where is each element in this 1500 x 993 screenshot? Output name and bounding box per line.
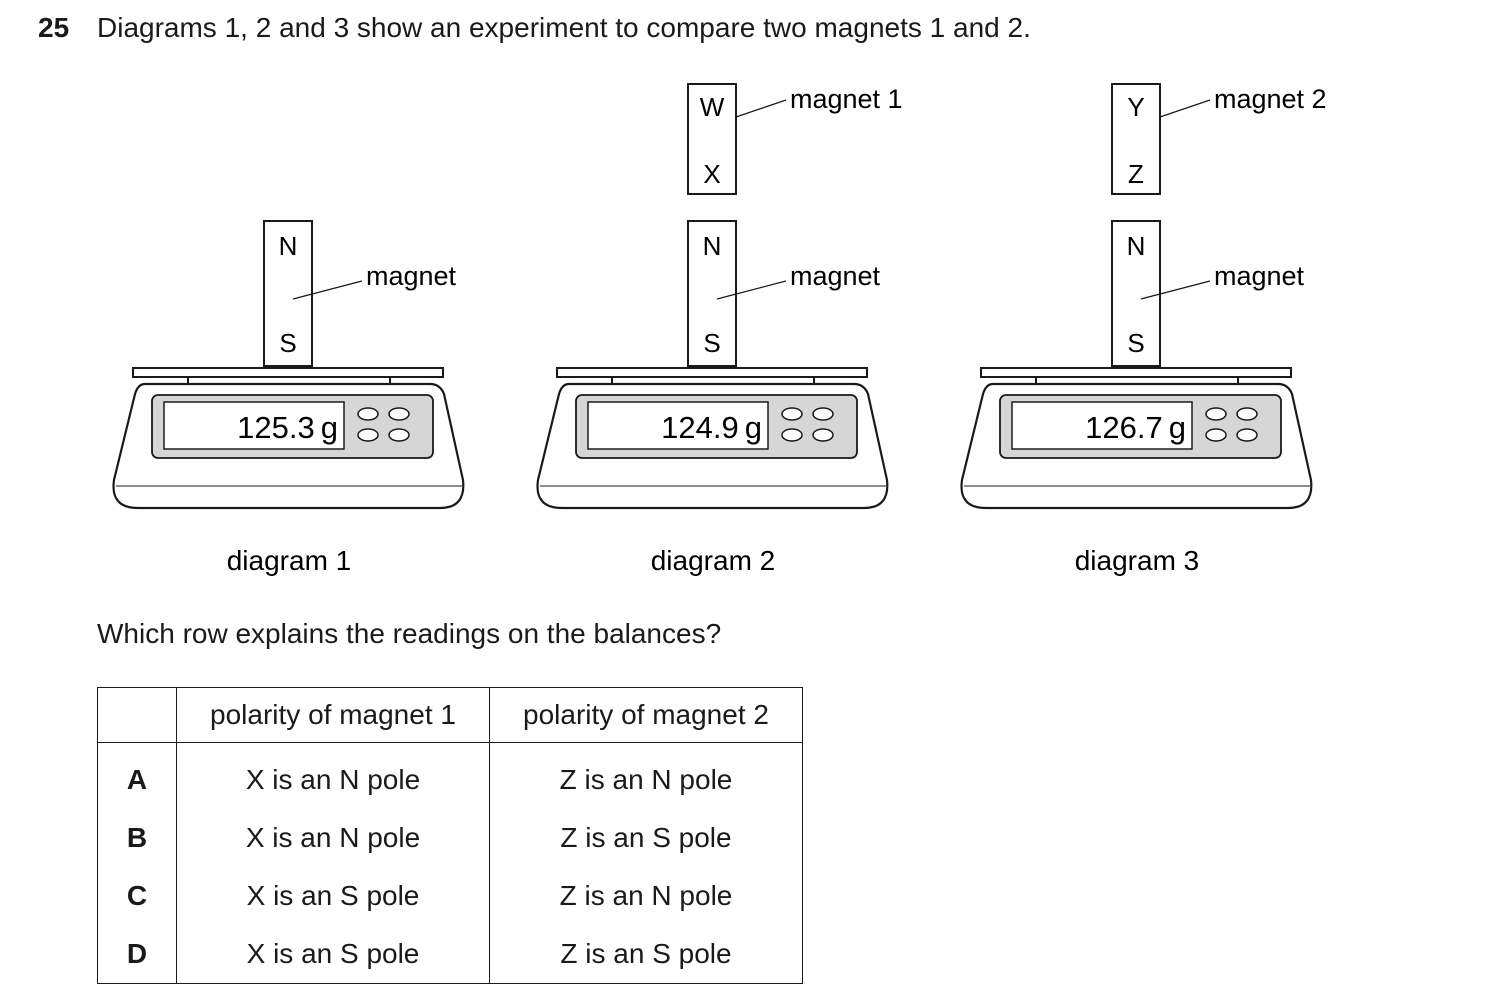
upper-magnet-2: [1111, 83, 1161, 195]
upper-magnet-label: magnet 1: [790, 84, 903, 114]
upper-magnet-label: magnet 2: [1214, 84, 1327, 114]
option-magnet-2: Z is an S pole: [489, 925, 803, 984]
end-top: Y: [1127, 92, 1144, 122]
end-bottom: Z: [1128, 159, 1144, 189]
pole-top: N: [703, 231, 722, 261]
pole-top: N: [1127, 231, 1146, 261]
option-magnet-1: X is an N pole: [176, 742, 490, 809]
diagram-caption: diagram 2: [651, 545, 776, 576]
end-top: W: [700, 92, 725, 122]
option-key: D: [97, 925, 177, 984]
question-prompt: Which row explains the readings on the b…: [97, 618, 722, 649]
pole-top: N: [279, 231, 298, 261]
table-row[interactable]: C X is an S pole Z is an N pole: [97, 867, 803, 925]
option-magnet-1: X is an S pole: [176, 867, 490, 925]
option-magnet-2: Z is an S pole: [489, 809, 803, 867]
end-bottom: X: [703, 159, 720, 189]
pole-bottom: S: [1127, 328, 1144, 358]
magnet-label: magnet: [366, 261, 457, 291]
option-magnet-1: X is an S pole: [176, 925, 490, 984]
header-magnet-1: polarity of magnet 1: [176, 687, 490, 743]
question-number: 25: [38, 12, 70, 43]
option-key: A: [97, 742, 177, 809]
option-key: C: [97, 867, 177, 925]
question-text: Diagrams 1, 2 and 3 show an experiment t…: [97, 12, 1031, 43]
magnet-label: magnet: [1214, 261, 1305, 291]
header-key: [97, 687, 177, 743]
upper-magnet-1: [687, 83, 737, 195]
option-magnet-2: Z is an N pole: [489, 867, 803, 925]
answer-table: polarity of magnet 1 polarity of magnet …: [97, 687, 803, 984]
magnet-label: magnet: [790, 261, 881, 291]
table-header-row: polarity of magnet 1 polarity of magnet …: [97, 687, 803, 743]
diagram-caption: diagram 3: [1075, 545, 1200, 576]
table-row[interactable]: D X is an S pole Z is an S pole: [97, 925, 803, 984]
option-key: B: [97, 809, 177, 867]
diagram-caption: diagram 1: [227, 545, 352, 576]
option-magnet-2: Z is an N pole: [489, 742, 803, 809]
header-magnet-2: polarity of magnet 2: [489, 687, 803, 743]
table-row[interactable]: B X is an N pole Z is an S pole: [97, 809, 803, 867]
table-row[interactable]: A X is an N pole Z is an N pole: [97, 742, 803, 809]
pole-bottom: S: [703, 328, 720, 358]
option-magnet-1: X is an N pole: [176, 809, 490, 867]
pole-bottom: S: [279, 328, 296, 358]
